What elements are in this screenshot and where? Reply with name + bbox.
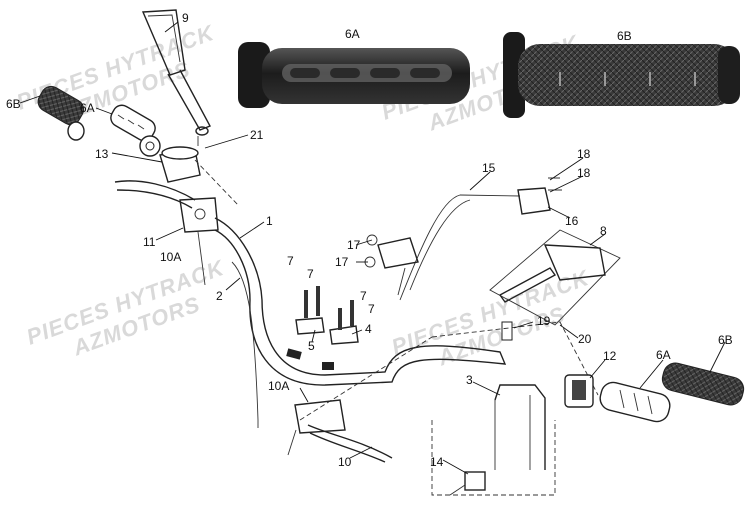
label-18a: 18 [577,147,591,161]
grip-6b-left [37,85,85,141]
label-4: 4 [365,322,372,336]
callout-labels: 9 6A 6B 6B 6A 21 13 15 18 18 16 8 1 11 1… [6,11,733,469]
label-21: 21 [250,128,264,142]
leader-lines [19,21,726,475]
master-cylinder-13 [159,146,239,206]
grip-6a-right [599,381,671,423]
cable-2 [231,261,259,428]
grip-6b-right [661,362,745,406]
label-5: 5 [308,339,315,353]
label-10a-top: 10A [160,250,181,264]
label-7a: 7 [287,254,294,268]
watermark-4: PIECES HYTRACK AZMOTORS [388,265,593,371]
label-8: 8 [600,224,607,238]
label-16: 16 [565,214,579,228]
mirror-9 [141,9,211,146]
label-2: 2 [216,289,223,303]
label-18b: 18 [577,166,591,180]
label-12: 12 [603,349,617,363]
label-7b: 7 [307,267,314,281]
label-20: 20 [578,332,592,346]
grip-6a-left [110,104,161,157]
label-6b-right: 6B [718,333,733,347]
switch-12 [564,374,594,408]
grip-6b-photo [503,32,740,118]
label-6b-top: 6B [617,29,632,43]
label-6a-right: 6A [656,348,671,362]
label-19: 19 [537,314,551,328]
label-10: 10 [338,455,352,469]
clamp-5 [295,286,325,335]
mirror-8 [489,229,621,326]
label-3: 3 [466,373,473,387]
clamp-4 [329,300,359,345]
label-6b-left: 6B [6,97,21,111]
lower-lever-assembly [287,399,393,463]
throttle-3 [494,384,546,470]
label-1: 1 [266,214,273,228]
label-6a-top: 6A [345,27,360,41]
bracket-17 [364,234,419,296]
label-6a-left: 6A [80,101,95,115]
cable-15 [399,194,521,301]
label-15: 15 [482,161,496,175]
label-17a: 17 [347,238,361,252]
label-11: 11 [143,235,156,249]
switch-14 [449,471,486,496]
bolt-19 [501,321,513,341]
grip-6a-photo [238,42,470,108]
watermark-1: PIECES HYTRACK AZMOTORS [23,255,228,361]
left-lever-assembly [114,180,219,286]
label-10a-bot: 10A [268,379,289,393]
label-13: 13 [95,147,109,161]
label-17b: 17 [335,255,349,269]
label-7c: 7 [360,289,367,303]
label-7d: 7 [368,302,375,316]
label-9: 9 [182,11,189,25]
throttle-16 [517,177,562,215]
dashed-box [299,321,599,496]
label-14: 14 [430,455,444,469]
